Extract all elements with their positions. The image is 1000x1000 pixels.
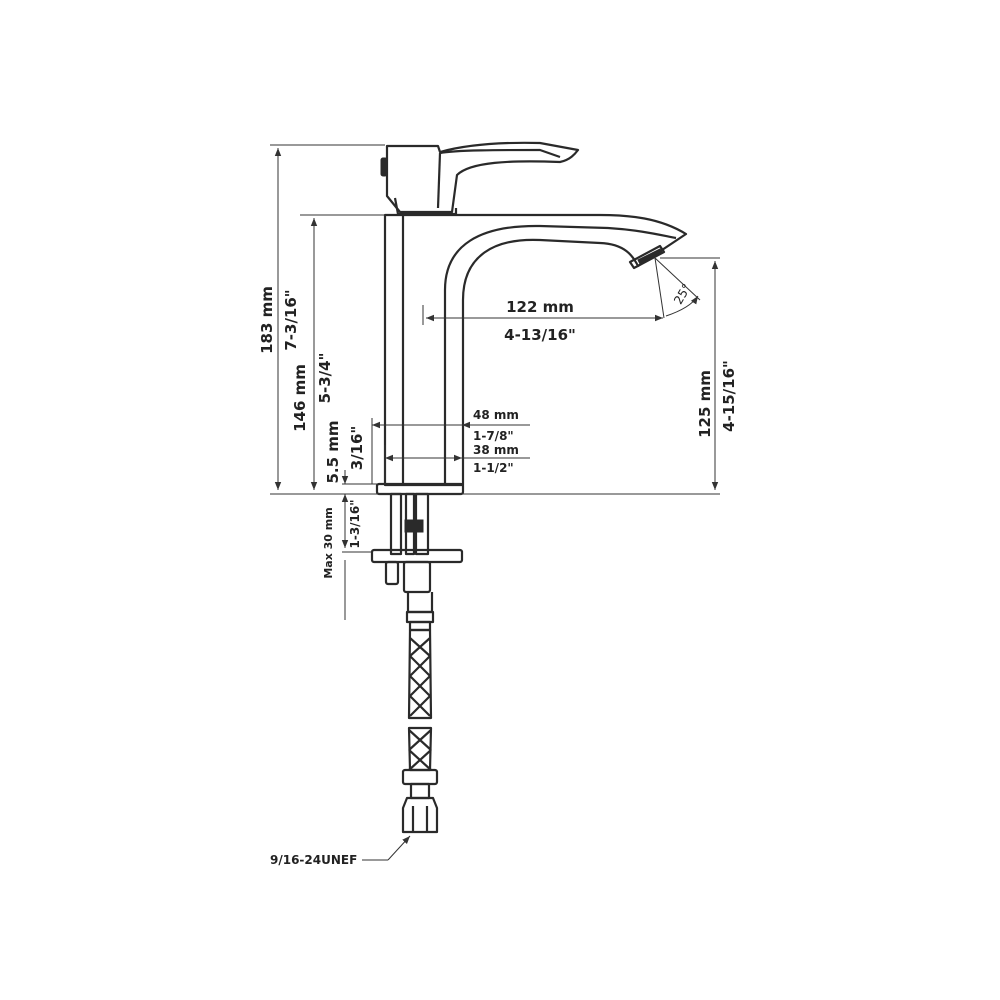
handle — [385, 141, 580, 214]
spout-angle: 25° — [671, 281, 694, 306]
body-diameter-metric: 38 mm — [473, 443, 519, 457]
max-deck-metric: Max 30 mm — [322, 507, 335, 578]
spout — [383, 213, 688, 487]
base-diameter-imperial: 1-7/8" — [473, 429, 514, 443]
spout-height-imperial: 4-15/16" — [720, 360, 738, 432]
spout-reach-imperial: 4-13/16" — [504, 326, 576, 344]
handle-button — [380, 157, 388, 177]
body-height-imperial: 5-3/4" — [316, 353, 334, 404]
spout-height-metric: 125 mm — [696, 370, 714, 438]
overall-height-imperial: 7-3/16" — [282, 289, 300, 350]
max-deck-imperial: 1-3/16" — [348, 499, 362, 548]
base-thickness-metric: 5.5 mm — [324, 420, 342, 483]
mounting-hardware — [370, 492, 464, 594]
spout-reach-metric: 122 mm — [506, 298, 574, 316]
supply-hose — [401, 592, 439, 834]
body-diameter-imperial: 1-1/2" — [473, 461, 514, 475]
dimension-lines — [270, 144, 720, 861]
base-thickness-imperial: 3/16" — [348, 426, 366, 471]
hose-thread-label: 9/16-24UNEF — [270, 853, 357, 867]
body-height-metric: 146 mm — [291, 364, 309, 432]
overall-height-metric: 183 mm — [258, 286, 276, 354]
base-diameter-metric: 48 mm — [473, 408, 519, 422]
faucet-outline — [375, 141, 688, 496]
